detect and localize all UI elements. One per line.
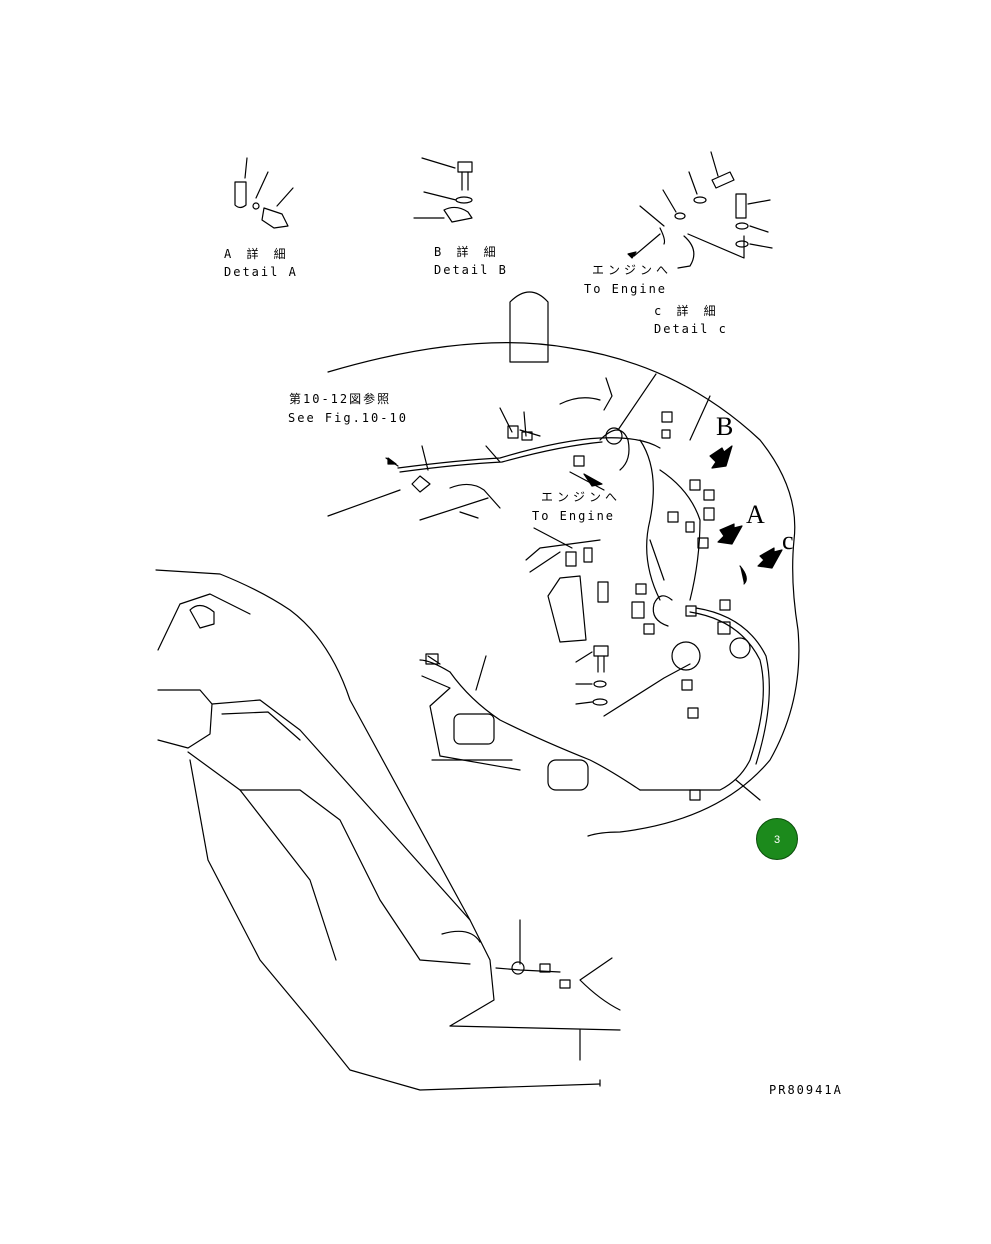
engine-direction-arrows — [387, 457, 603, 487]
to-engine-mid-en: To Engine — [532, 509, 616, 523]
fig-reference-jp: 第10-12図参照 — [289, 392, 392, 406]
detail-a-title-en: Detail A — [224, 265, 298, 279]
harness-main-run — [397, 377, 770, 791]
fig-reference-en: See Fig.10-10 — [288, 411, 408, 425]
to-engine-top-en: To Engine — [584, 282, 668, 296]
detail-b-title-jp: B 詳 細 — [434, 245, 500, 259]
bolt-washer-group — [575, 645, 691, 717]
machine-body-outline — [327, 291, 800, 837]
detail-a-title-jp: A 詳 細 — [224, 247, 290, 261]
detail-arrow-label-a: A — [746, 500, 765, 529]
detail-c-title-jp: c 詳 細 — [654, 304, 720, 318]
detail-pointer-arrows — [709, 445, 783, 585]
detail-b-title-en: Detail B — [434, 263, 508, 277]
detail-b-clamp-drawing — [413, 157, 473, 223]
to-engine-top-jp: エンジンへ — [592, 263, 673, 277]
part-callout-3[interactable]: 3 — [756, 818, 798, 860]
detail-a-clamp-drawing — [234, 157, 294, 229]
harness-connectors — [425, 411, 751, 801]
leader-lines — [385, 373, 761, 801]
detail-c-title-en: Detail c — [654, 322, 728, 336]
to-engine-mid-jp: エンジンへ — [541, 490, 622, 504]
detail-c-bracket-drawing — [627, 151, 773, 269]
drawing-code: PR80941A — [769, 1083, 843, 1097]
detail-arrow-label-b: B — [716, 412, 734, 441]
boom-structure — [155, 569, 621, 1091]
detail-arrow-label-c: c — [782, 526, 794, 555]
